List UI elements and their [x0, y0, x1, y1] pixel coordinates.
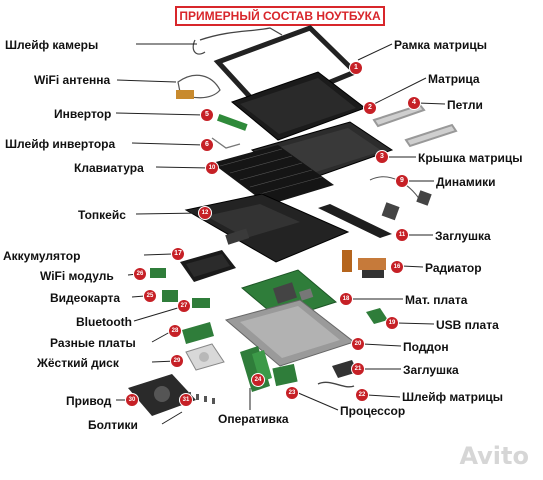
badge-25: 25 — [144, 290, 156, 302]
label-lid: Крышка матрицы — [418, 151, 523, 165]
label-screws: Болтики — [88, 418, 138, 432]
badge-29: 29 — [171, 355, 183, 367]
wifi-module-part — [150, 268, 166, 278]
badge-19: 19 — [386, 317, 398, 329]
badge-6: 6 — [201, 139, 213, 151]
badge-9: 9 — [396, 175, 408, 187]
badge-28: 28 — [169, 325, 181, 337]
badge-2: 2 — [364, 102, 376, 114]
label-processor: Процессор — [340, 404, 406, 418]
label-wifi-module: WiFi модуль — [40, 269, 114, 283]
label-keyboard: Клавиатура — [74, 161, 144, 175]
label-matrix-cable: Шлейф матрицы — [402, 390, 504, 404]
badge-22: 22 — [356, 389, 368, 401]
badge-23: 23 — [286, 387, 298, 399]
badge-5: 5 — [201, 109, 213, 121]
label-matrix-frame: Рамка матрицы — [394, 38, 488, 52]
badge-17: 17 — [172, 248, 184, 260]
label-motherboard: Мат. плата — [405, 293, 468, 307]
label-matrix: Матрица — [428, 72, 480, 86]
label-bluetooth: Bluetooth — [76, 315, 132, 329]
badge-10: 10 — [206, 162, 218, 174]
badge-18: 18 — [340, 293, 352, 305]
badge-3: 3 — [376, 151, 388, 163]
label-usb-board: USB плата — [436, 318, 499, 332]
various-boards-part — [182, 322, 214, 344]
hard-disk-part — [185, 343, 225, 371]
label-speakers: Динамики — [436, 175, 496, 189]
badge-4: 4 — [408, 97, 420, 109]
video-card-part — [162, 290, 178, 302]
optical-drive-part — [128, 374, 196, 416]
label-topcase: Топкейс — [78, 208, 126, 222]
badge-12: 12 — [199, 207, 211, 219]
label-top-plug: Заглушка — [435, 229, 491, 243]
label-inverter-cable: Шлейф инвертора — [5, 137, 116, 151]
label-bottom-plug: Заглушка — [403, 363, 459, 377]
label-video-card: Видеокарта — [50, 291, 121, 305]
diagram-title: ПРИМЕРНЫЙ СОСТАВ НОУТБУКА — [175, 6, 385, 26]
usb-board-part — [366, 308, 388, 324]
inverter-cable-part — [211, 137, 241, 149]
label-camera-cable: Шлейф камеры — [5, 38, 99, 52]
label-battery: Аккумулятор — [3, 249, 81, 263]
badge-1: 1 — [350, 62, 362, 74]
leader-lines — [115, 43, 446, 425]
label-ram: Оперативка — [218, 412, 289, 426]
label-hinges: Петли — [447, 98, 483, 112]
matrix-cable-part — [317, 381, 355, 388]
label-radiator: Радиатор — [425, 261, 482, 275]
label-wifi-antenna: WiFi антенна — [34, 73, 111, 87]
bluetooth-part — [192, 298, 210, 308]
top-plug-part — [318, 204, 392, 238]
inverter-part — [217, 114, 248, 131]
badge-16: 16 — [391, 261, 403, 273]
badge-27: 27 — [178, 300, 190, 312]
bottom-plug-part — [332, 360, 358, 378]
badge-26: 26 — [134, 268, 146, 280]
watermark-logo: Avito — [459, 442, 529, 470]
badge-20: 20 — [352, 338, 364, 350]
processor-part — [272, 363, 298, 387]
motherboard-part — [240, 269, 338, 321]
label-various-boards: Разные платы — [50, 336, 136, 350]
badge-24: 24 — [252, 374, 264, 386]
badge-21: 21 — [352, 363, 364, 375]
badge-11: 11 — [396, 229, 408, 241]
badge-31: 31 — [180, 394, 192, 406]
keyboard-part — [212, 145, 334, 205]
label-bottom-case: Поддон — [403, 340, 449, 354]
label-hard-disk: Жёсткий диск — [37, 356, 119, 370]
hinges-part — [372, 103, 458, 148]
camera-cable-part — [199, 27, 283, 41]
radiator-part — [342, 250, 386, 278]
badge-30: 30 — [126, 394, 138, 406]
label-optical-drive: Привод — [66, 394, 112, 408]
label-inverter: Инвертор — [54, 107, 112, 121]
